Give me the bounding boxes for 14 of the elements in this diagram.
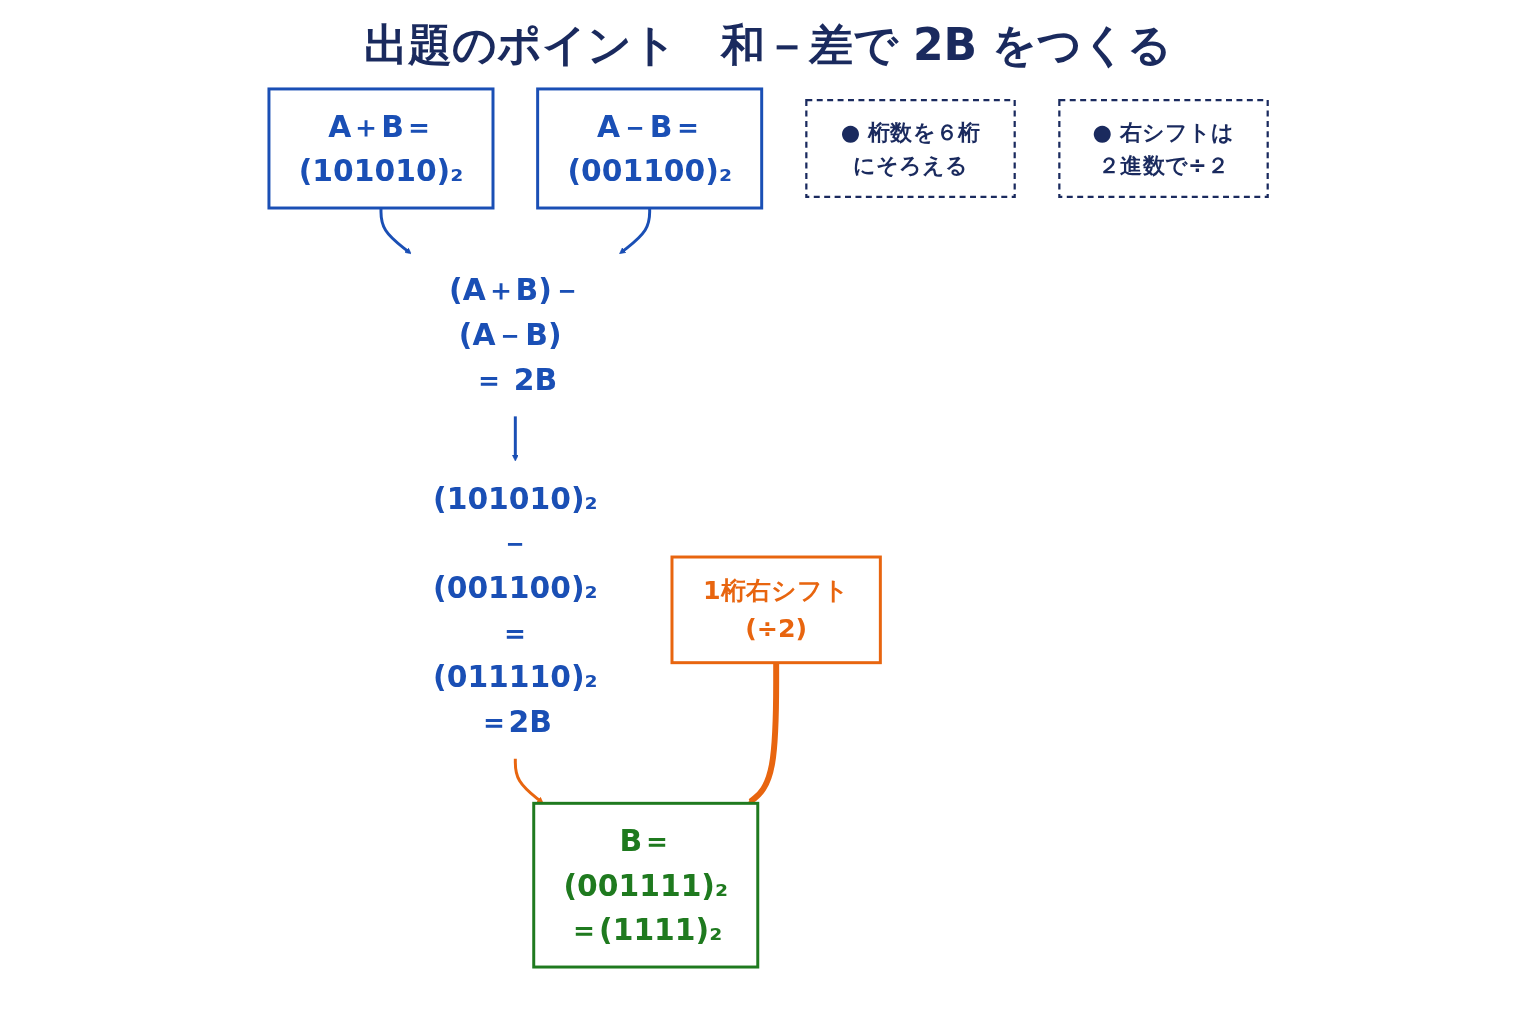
title: 出題のポイント 和－差で 2B をつくる [362,18,1174,72]
arrow [513,758,544,804]
node-box: B＝(001111)₂＝(1111)₂ [531,801,759,969]
node-box: A＋B＝(101010)₂ [267,87,495,210]
node-box: ● 右シフトは２進数で÷２ [1057,99,1269,198]
node-text: (101010)₂－(001100)₂＝(011110)₂＝2B [432,481,598,739]
node-box: A－B＝(001100)₂ [535,87,763,210]
node-box: 1桁右シフト(÷2) [670,555,882,665]
node-text: (A＋B)－(A－B) ＝ 2B [448,272,582,397]
arrow [511,416,519,462]
node-box: ● 桁数を６桁にそろえる [804,99,1016,198]
arrow [747,662,779,804]
arrow [618,208,651,255]
arrow [379,208,412,255]
